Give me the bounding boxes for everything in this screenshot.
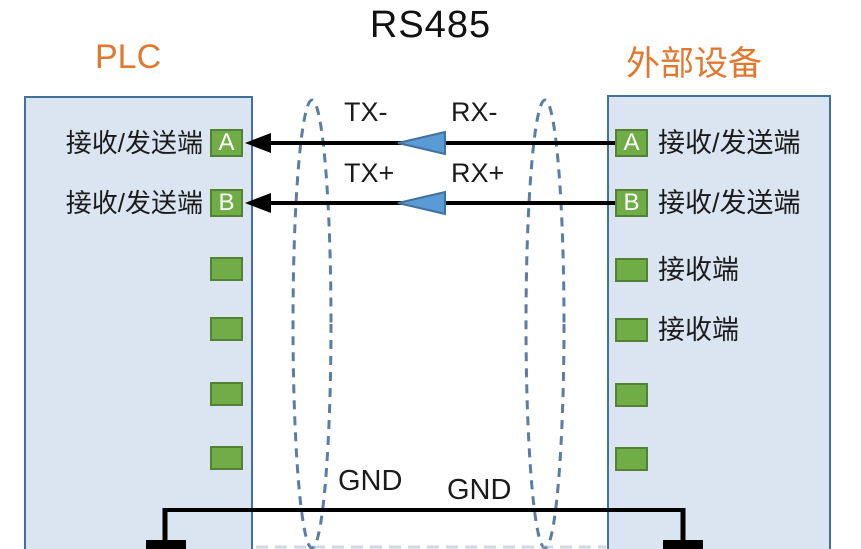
twisted-pair-loop-right: [524, 98, 566, 549]
ground-symbol-right-icon: [663, 540, 703, 549]
plc-terminal-b: B: [210, 189, 243, 217]
left-device-name: PLC: [95, 38, 162, 76]
plc-terminal-a-letter: A: [218, 129, 235, 156]
wire-a-left-signal-label: TX-: [344, 97, 388, 127]
ext-terminal-6: [615, 447, 648, 471]
ext-terminal-5: [615, 383, 648, 407]
ext-terminal-3-label: 接收端: [658, 255, 739, 285]
plc-terminal-a: A: [210, 129, 243, 157]
diagram-title: RS485: [369, 4, 492, 46]
ext-terminal-3: [615, 258, 648, 282]
wire-b-left-signal-label: TX+: [344, 158, 395, 188]
ext-terminal-b-letter: B: [623, 189, 640, 216]
gnd-right-label: GND: [447, 474, 512, 506]
external-device-panel: [607, 95, 831, 549]
ext-terminal-b-label: 接收/发送端: [658, 188, 801, 218]
wire-b-right-signal-label: RX+: [451, 158, 505, 188]
ext-terminal-a-label: 接收/发送端: [658, 128, 801, 158]
plc-terminal-6: [210, 446, 243, 470]
wire-b-arrowhead-icon: [245, 193, 271, 213]
wire-b-signal-direction-icon: [397, 190, 446, 216]
plc-terminal-a-label: 接收/发送端: [65, 128, 203, 158]
right-device-name: 外部设备: [626, 45, 762, 83]
plc-terminal-4: [210, 317, 243, 341]
ground-symbol-left-icon: [146, 540, 186, 549]
wire-a-right-signal-label: RX-: [451, 97, 498, 127]
plc-terminal-b-label: 接收/发送端: [65, 188, 203, 218]
ext-terminal-b: B: [615, 189, 648, 217]
ext-terminal-4-label: 接收端: [658, 315, 739, 345]
ext-terminal-a-letter: A: [623, 129, 640, 156]
plc-terminal-3: [210, 257, 243, 281]
plc-terminal-5: [210, 382, 243, 406]
twisted-pair-loop-left: [291, 98, 333, 549]
wire-a-signal-direction-icon: [397, 130, 446, 156]
ext-terminal-a: A: [615, 129, 648, 157]
gnd-left-label: GND: [338, 465, 403, 497]
wire-a-arrowhead-icon: [245, 133, 271, 153]
ext-terminal-4: [615, 318, 648, 342]
plc-terminal-b-letter: B: [218, 189, 235, 216]
